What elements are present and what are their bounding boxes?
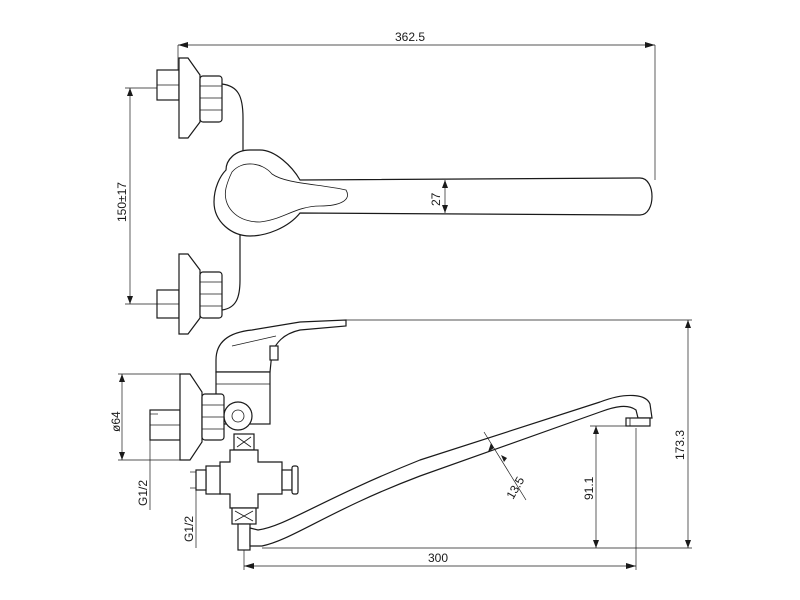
top-view: 27 362.5 150±17 bbox=[115, 30, 656, 335]
diverter-stack bbox=[195, 433, 299, 551]
wall-flange bbox=[149, 373, 225, 461]
lever-handle bbox=[215, 319, 347, 373]
height-label: 173.3 bbox=[673, 430, 687, 460]
lower-inlet bbox=[156, 232, 241, 335]
spout-diameter-label: 13.5 bbox=[503, 474, 527, 502]
upper-inlet bbox=[156, 57, 244, 170]
outlet-height-dimension: 91.1 bbox=[582, 425, 626, 548]
inlet-thread-label: G1/2 bbox=[136, 480, 150, 506]
spout-reach-dimension: 300 bbox=[243, 428, 637, 570]
spout-reach-label: 300 bbox=[428, 551, 448, 565]
handle-width-label: 27 bbox=[429, 192, 443, 206]
height-dimension: 173.3 bbox=[262, 319, 692, 549]
outlet-thread-callout: G1/2 bbox=[182, 470, 197, 548]
side-view: ø64 G1/2 G1/2 13.5 bbox=[109, 319, 692, 570]
outlet-thread-label: G1/2 bbox=[182, 516, 196, 542]
swivel-spout bbox=[249, 394, 653, 547]
overall-length-dimension: 362.5 bbox=[177, 30, 656, 180]
centers-dimension: 150±17 bbox=[115, 87, 157, 305]
inlet-thread-callout: G1/2 bbox=[136, 413, 158, 510]
handle-width-dimension: 27 bbox=[429, 180, 448, 213]
flange-diameter-dimension: ø64 bbox=[109, 373, 180, 461]
outlet-height-label: 91.1 bbox=[582, 476, 596, 500]
mixer-top-body bbox=[213, 149, 653, 237]
centers-label: 150±17 bbox=[115, 182, 129, 222]
flange-diameter-label: ø64 bbox=[109, 411, 123, 432]
overall-length-label: 362.5 bbox=[395, 30, 425, 44]
